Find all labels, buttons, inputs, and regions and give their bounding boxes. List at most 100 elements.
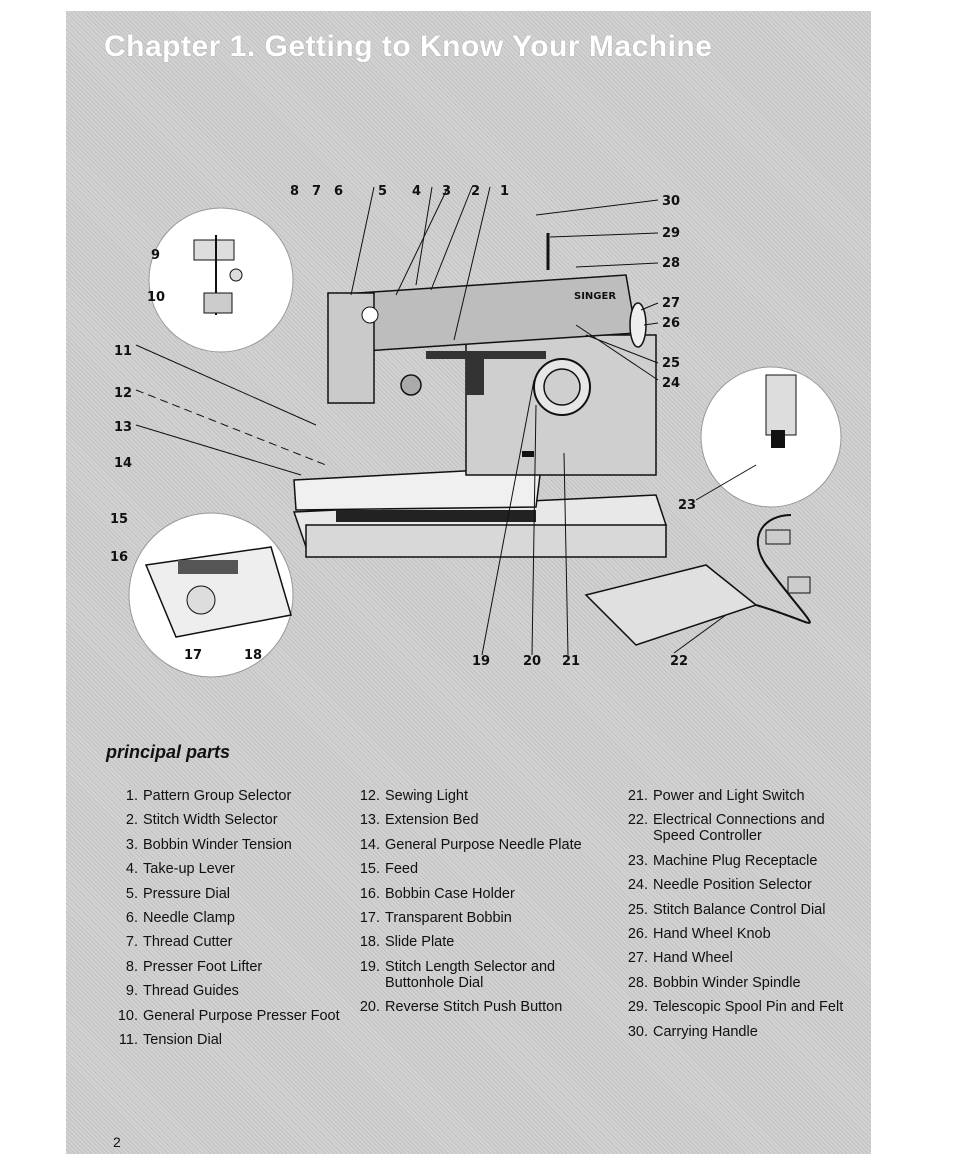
part-name: General Purpose Presser Foot bbox=[143, 1007, 340, 1024]
part-name: Power and Light Switch bbox=[653, 788, 805, 804]
machine-base bbox=[292, 466, 668, 558]
part-item: 24. Needle Position Selector bbox=[620, 877, 866, 893]
part-number: 19. bbox=[359, 958, 380, 975]
part-item: 22.Electrical Connections and Speed Cont… bbox=[620, 812, 866, 844]
part-number: 15. bbox=[359, 861, 380, 878]
part-number: 28. bbox=[627, 974, 648, 991]
callout-8: 8 bbox=[290, 184, 299, 199]
callout-12: 12 bbox=[114, 386, 132, 401]
part-name: Bobbin Winder Tension bbox=[143, 836, 292, 853]
needle-area-inset bbox=[148, 207, 294, 353]
part-name: Slide Plate bbox=[385, 934, 455, 951]
parts-column-3: 21.Power and Light Switch 22.Electrical … bbox=[620, 788, 866, 1048]
chapter-title: Chapter 1. Getting to Know Your Machine bbox=[104, 30, 713, 63]
part-number: 7. bbox=[125, 934, 138, 951]
part-name: Stitch Width Selector bbox=[143, 812, 278, 829]
part-item: 30. Carrying Handle bbox=[620, 1024, 866, 1040]
part-name: Extension Bed bbox=[385, 812, 479, 829]
callout-19: 19 bbox=[472, 654, 490, 669]
callout-25: 25 bbox=[662, 356, 680, 371]
part-item: 18.Slide Plate bbox=[352, 934, 584, 950]
callout-28: 28 bbox=[662, 256, 680, 271]
callout-22: 22 bbox=[670, 654, 688, 669]
callout-11: 11 bbox=[114, 344, 132, 359]
part-number: 24. bbox=[627, 877, 648, 894]
part-name: Bobbin Winder Spindle bbox=[653, 974, 801, 991]
part-name: Feed bbox=[385, 861, 419, 878]
part-number: 16. bbox=[359, 885, 380, 902]
part-item: 16. Bobbin Case Holder bbox=[352, 886, 584, 902]
part-item: 15. Feed bbox=[352, 861, 584, 877]
page-number: 2 bbox=[113, 1134, 121, 1150]
part-item: 23.Machine Plug Receptacle bbox=[620, 853, 866, 869]
tension-dial bbox=[400, 374, 422, 396]
callout-17: 17 bbox=[184, 648, 202, 663]
part-item: 19. Stitch Length Selector and Buttonhole… bbox=[352, 959, 584, 991]
part-number: 26. bbox=[627, 925, 648, 942]
part-name: Reverse Stitch Push Button bbox=[385, 999, 563, 1016]
part-number: 9. bbox=[125, 983, 138, 1000]
leader-lines bbox=[135, 186, 757, 656]
part-number: 10. bbox=[117, 1007, 138, 1024]
section-heading: principal parts bbox=[106, 742, 231, 762]
brand-label: SINGER bbox=[574, 291, 616, 302]
part-item: 20.Reverse Stitch Push Button bbox=[352, 999, 584, 1015]
part-item: 12. Sewing Light bbox=[352, 788, 584, 804]
callout-15: 15 bbox=[110, 512, 128, 527]
part-number: 14. bbox=[359, 836, 380, 853]
part-number: 25. bbox=[627, 901, 648, 918]
part-name: Presser Foot Lifter bbox=[143, 958, 263, 975]
part-item: 1.Pattern Group Selector bbox=[110, 788, 342, 804]
part-number: 2. bbox=[125, 812, 138, 829]
part-item: 9.Thread Guides bbox=[110, 983, 342, 999]
callout-29: 29 bbox=[662, 226, 680, 241]
part-name: Needle Position Selector bbox=[653, 877, 812, 894]
part-name: Pressure Dial bbox=[143, 885, 231, 902]
part-name: Take-up Lever bbox=[143, 861, 235, 878]
part-name: Telescopic Spool Pin and Felt bbox=[653, 999, 844, 1016]
part-item: 6. Needle Clamp bbox=[110, 910, 342, 926]
part-item: 21.Power and Light Switch bbox=[620, 788, 866, 804]
part-name: Needle Clamp bbox=[143, 909, 235, 926]
callout-18: 18 bbox=[244, 648, 262, 663]
callout-27: 27 bbox=[662, 296, 680, 311]
part-name: Transparent Bobbin bbox=[385, 909, 512, 926]
part-number: 3. bbox=[125, 836, 138, 853]
needle-plate-inset bbox=[128, 512, 294, 678]
part-number: 29. bbox=[627, 999, 648, 1016]
part-name: Bobbin Case Holder bbox=[385, 885, 515, 902]
part-name: Hand Wheel bbox=[653, 950, 733, 967]
part-number: 12. bbox=[359, 788, 380, 804]
part-number: 17. bbox=[359, 909, 380, 926]
callout-13: 13 bbox=[114, 420, 132, 435]
part-item: 14.General Purpose Needle Plate bbox=[352, 837, 584, 853]
callout-labels: 1 2 3 4 5 6 7 8 9 10 11 12 13 14 15 16 1… bbox=[110, 184, 696, 669]
callout-7: 7 bbox=[312, 184, 321, 199]
part-item: 11.Tension Dial bbox=[110, 1032, 342, 1048]
callout-4: 4 bbox=[412, 184, 421, 199]
callout-23: 23 bbox=[678, 498, 696, 513]
part-number: 6. bbox=[125, 909, 138, 926]
part-name: Stitch Length Selector and Buttonhole Di… bbox=[385, 958, 556, 991]
machine-illustration: SINGER bbox=[66, 175, 871, 695]
part-name: Carrying Handle bbox=[653, 1023, 758, 1040]
part-item: 26.Hand Wheel Knob bbox=[620, 926, 866, 942]
part-number: 4. bbox=[125, 861, 138, 878]
callout-26: 26 bbox=[662, 316, 680, 331]
callout-6: 6 bbox=[334, 184, 343, 199]
callout-14: 14 bbox=[114, 456, 132, 471]
part-name: Stitch Balance Control Dial bbox=[653, 901, 826, 918]
callout-5: 5 bbox=[378, 184, 387, 199]
hand-wheel bbox=[629, 302, 647, 348]
part-number: 30. bbox=[627, 1023, 648, 1040]
callout-2: 2 bbox=[471, 184, 480, 199]
parts-column-1: 1.Pattern Group Selector 2. Stitch Width … bbox=[110, 788, 342, 1056]
part-item: 7.Thread Cutter bbox=[110, 934, 342, 950]
part-item: 4. Take-up Lever bbox=[110, 861, 342, 877]
foot-controller bbox=[584, 514, 811, 646]
part-item: 28. Bobbin Winder Spindle bbox=[620, 975, 866, 991]
part-name: Tension Dial bbox=[143, 1031, 222, 1048]
part-number: 27. bbox=[627, 950, 648, 967]
part-name: Sewing Light bbox=[385, 788, 469, 804]
part-number: 5. bbox=[125, 885, 138, 902]
